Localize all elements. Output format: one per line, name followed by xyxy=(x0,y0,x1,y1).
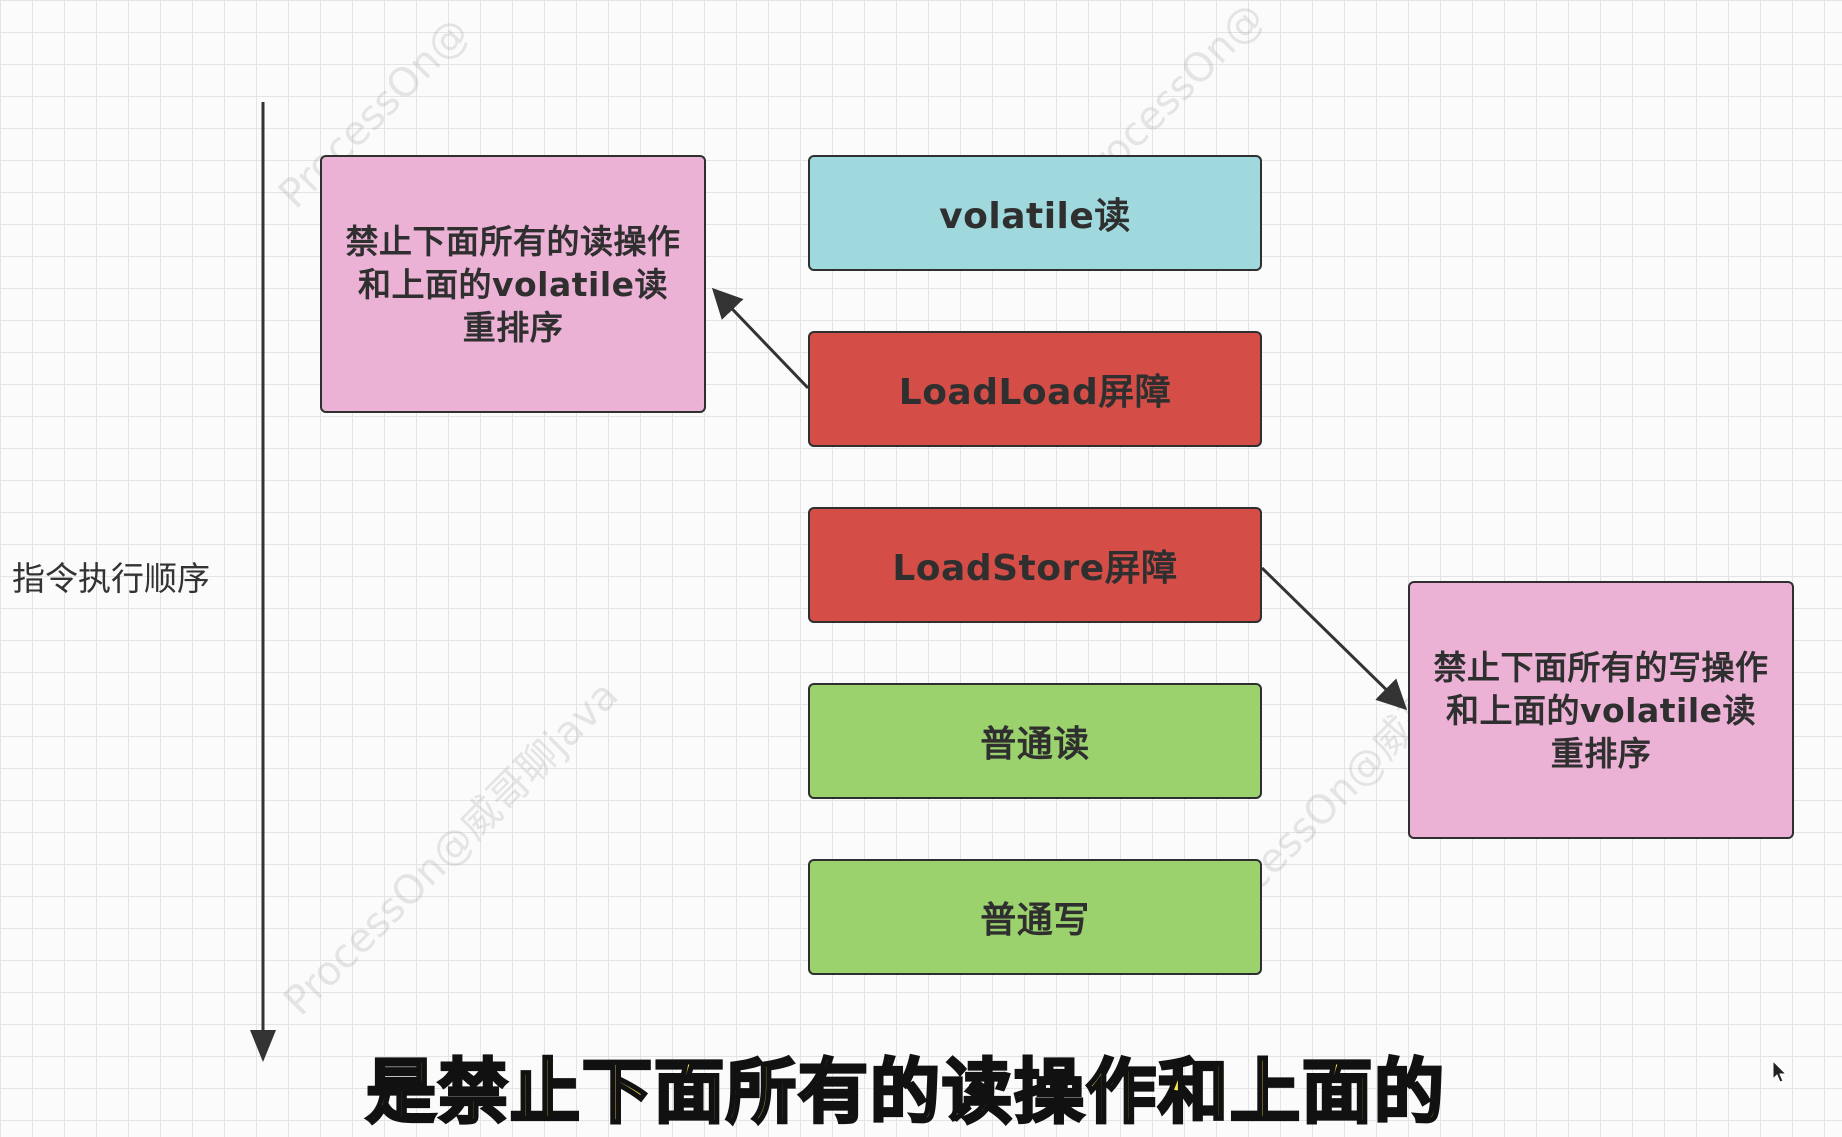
loadload-barrier-box[interactable]: LoadLoad屏障 xyxy=(808,331,1262,447)
loadstore-note-text: 禁止下面所有的写操作和上面的volatile读重排序 xyxy=(1433,647,1769,773)
loadstore-barrier-box[interactable]: LoadStore屏障 xyxy=(808,507,1262,623)
normal-read-label: 普通读 xyxy=(980,724,1090,765)
loadload-note-arrow xyxy=(711,287,810,390)
normal-read-box[interactable]: 普通读 xyxy=(808,683,1262,799)
execution-order-arrowhead xyxy=(250,1030,276,1062)
video-subtitle: 是禁止下面所有的读操作和上面的 xyxy=(365,1050,1446,1135)
loadstore-note-box[interactable]: 禁止下面所有的写操作和上面的volatile读重排序 xyxy=(1408,581,1794,839)
loadstore-note-arrow xyxy=(1260,566,1408,711)
loadload-barrier-label: LoadLoad屏障 xyxy=(898,372,1172,413)
volatile-read-box[interactable]: volatile读 xyxy=(808,155,1262,271)
normal-write-label: 普通写 xyxy=(980,900,1090,941)
loadload-note-text: 禁止下面所有的读操作和上面的volatile读重排序 xyxy=(345,221,681,347)
execution-order-label: 指令执行顺序 xyxy=(12,559,210,598)
connectors xyxy=(250,102,1408,1062)
mouse-cursor-icon xyxy=(1772,1060,1788,1083)
diagram-canvas: ProcessOn@ ProcessOn@ ProcessOn@威哥聊java … xyxy=(12,0,1794,1135)
loadload-note-box[interactable]: 禁止下面所有的读操作和上面的volatile读重排序 xyxy=(320,155,706,413)
loadstore-barrier-label: LoadStore屏障 xyxy=(892,548,1178,589)
volatile-read-label: volatile读 xyxy=(939,196,1131,237)
normal-write-box[interactable]: 普通写 xyxy=(808,859,1262,975)
